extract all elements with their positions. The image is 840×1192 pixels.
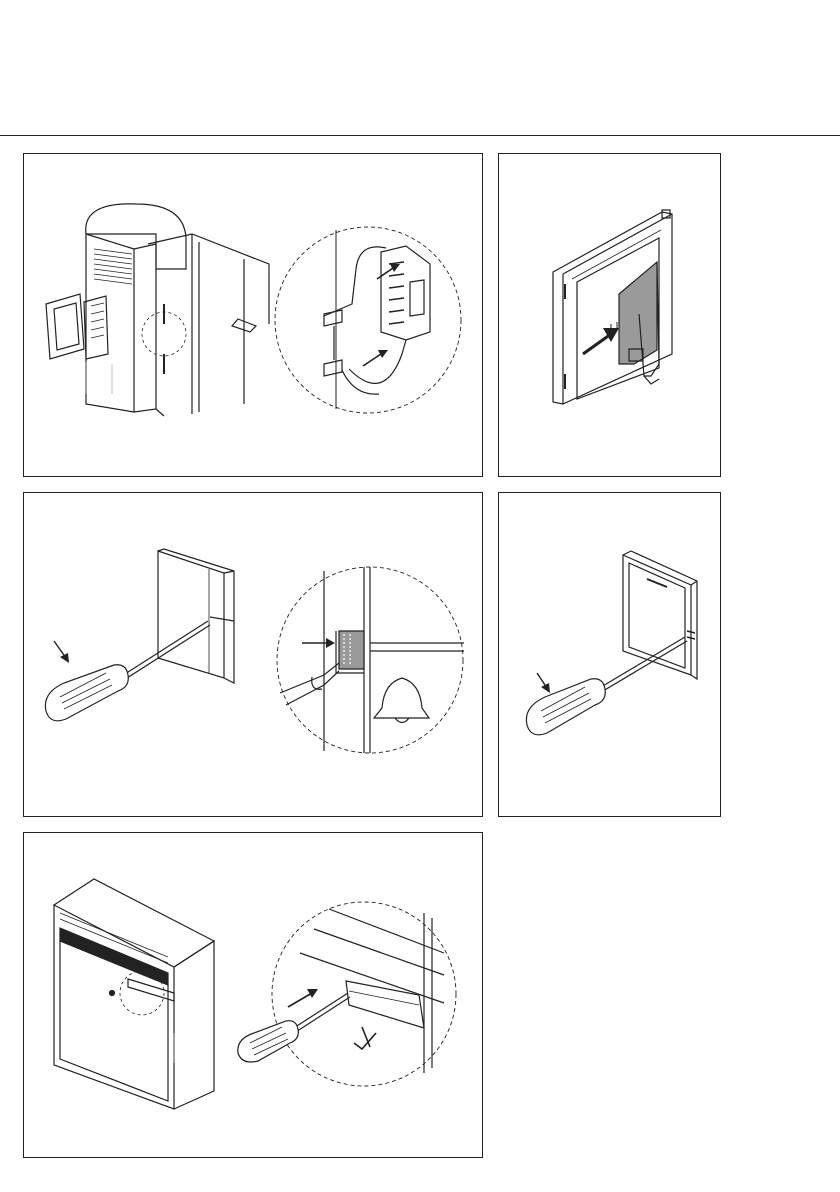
- bell-icon: [374, 678, 429, 723]
- screwdriver-icon: [526, 637, 687, 735]
- arrow-icon: [354, 1027, 376, 1049]
- figure-frame-removal: [498, 492, 721, 817]
- arrow-icon: [537, 673, 550, 693]
- mailbox-column-drawing: [46, 204, 269, 416]
- screwdriver-icon: [45, 621, 210, 721]
- header-rule: [0, 135, 840, 136]
- arrow-icon: [54, 641, 69, 663]
- arrow-icon: [302, 638, 335, 648]
- frame-drawing: [623, 551, 697, 679]
- figure-column-wiring: [23, 153, 483, 477]
- button-detail-drawing: [277, 567, 464, 753]
- arrow-icon: [363, 350, 388, 366]
- arrow-icon: [288, 989, 318, 1007]
- module-frame-drawing: [553, 210, 672, 404]
- wiring-detail-drawing: [275, 227, 461, 413]
- figure-mailbox-flap-release: [23, 832, 483, 1158]
- figure-bell-button-removal: [23, 492, 483, 817]
- figure-module-insertion: [498, 153, 721, 477]
- mailbox-drawing: [54, 879, 214, 1109]
- button-panel-drawing: [158, 549, 234, 683]
- flap-detail-drawing: [272, 902, 456, 1086]
